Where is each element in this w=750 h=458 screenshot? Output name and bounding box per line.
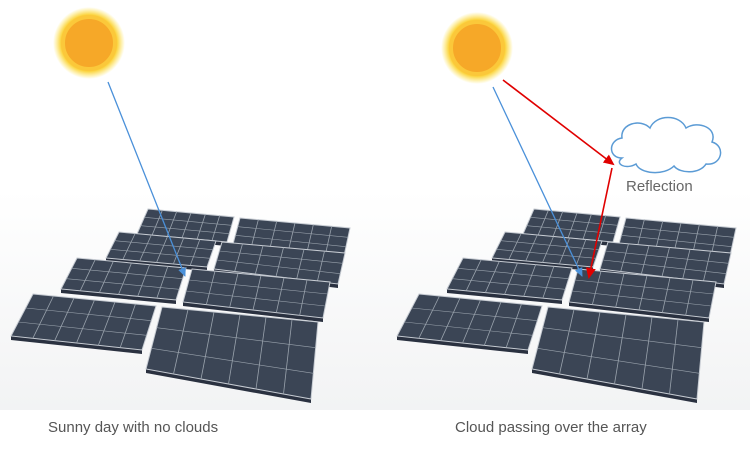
solar-panel-icon — [396, 293, 543, 354]
cloud-icon — [610, 116, 722, 174]
solar-panel-icon — [531, 306, 705, 403]
solar-array-left — [10, 208, 351, 403]
solar-panel-icon — [446, 257, 573, 304]
reflection-label: Reflection — [626, 178, 693, 195]
solar-panel-icon — [145, 306, 319, 403]
sun-icon — [441, 12, 513, 84]
reflected-ray — [585, 167, 613, 279]
caption-right: Cloud passing over the array — [455, 419, 647, 436]
direct-sunlight-ray — [492, 86, 583, 277]
solar-panel-icon — [10, 293, 157, 354]
caption-left: Sunny day with no clouds — [48, 419, 219, 436]
solar-panel-icon — [182, 268, 331, 322]
solar-panel-icon — [60, 257, 187, 304]
solar-array-right — [396, 208, 737, 403]
direct-sunlight-ray — [107, 81, 186, 277]
solar-panel-icon — [568, 268, 717, 322]
sun-icon — [53, 7, 125, 79]
solar-panel-icon — [491, 231, 603, 271]
sun-to-cloud-ray — [502, 79, 615, 166]
